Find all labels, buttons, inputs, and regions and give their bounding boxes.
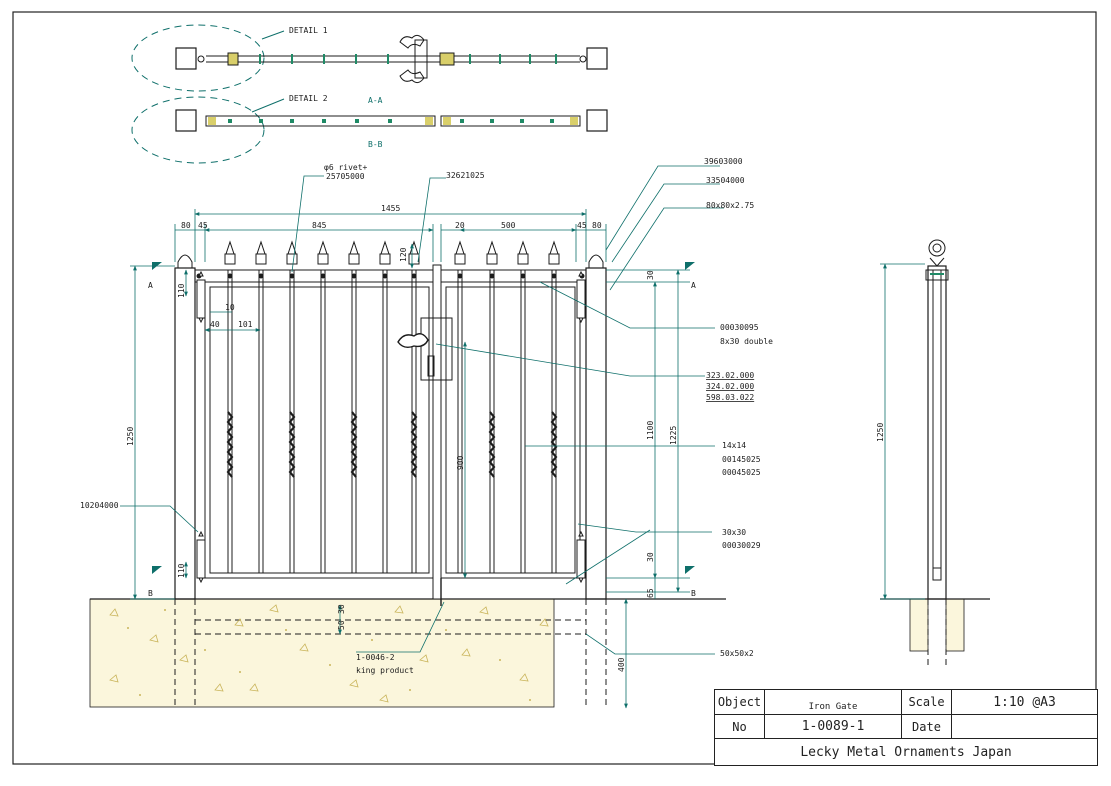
section-a-left: A	[148, 281, 153, 290]
part-39603000: 39603000	[704, 157, 743, 166]
dim-post-left: 80	[181, 221, 191, 230]
dimension-lines	[130, 209, 925, 709]
post-size: 80x80x2.75	[706, 201, 754, 210]
dim-beam-b: 30	[337, 604, 346, 614]
company-name: Lecky Metal Ornaments Japan	[800, 744, 1012, 760]
section-b-left: B	[148, 589, 153, 598]
no-label: No	[715, 715, 765, 739]
bar-size: 14x14	[722, 441, 746, 450]
dim-overall: 1455	[381, 204, 400, 213]
dim-total-height: 1225	[669, 426, 678, 445]
date-label: Date	[902, 715, 952, 739]
rail-desc: 8x30 double	[720, 337, 773, 346]
dim-foundation: 400	[617, 657, 626, 672]
dim-gap-center: 20	[455, 221, 465, 230]
rivet-line-2: 25705000	[326, 172, 365, 181]
plan-view-bb	[131, 96, 608, 164]
frame-size: 30x30	[722, 528, 746, 537]
object-value: Iron Gate	[765, 690, 902, 715]
dim-beam-a: 50	[337, 620, 346, 630]
dim-side-height: 1250	[876, 423, 885, 442]
detail-2-ellipse	[131, 96, 265, 164]
dim-hinge-top: 110	[177, 283, 186, 298]
bar-code-2: 00045025	[722, 468, 761, 477]
dim-panel-height: 1100	[646, 421, 655, 440]
stopper-code: 1-0046-2	[356, 653, 395, 662]
detail-1-label: DETAIL 1	[289, 26, 328, 35]
sheet-border	[12, 11, 1097, 765]
section-bb-label: B-B	[368, 140, 383, 149]
foundation-size: 50x50x2	[720, 649, 754, 658]
dim-bar-width: 40	[210, 320, 220, 329]
dim-spike: 120	[399, 247, 408, 262]
gate-handle	[397, 333, 429, 349]
part-32621025: 32621025	[446, 171, 485, 180]
rivet-line-1: φ6 rivet+	[324, 163, 368, 172]
dim-left-leaf: 845	[312, 221, 327, 230]
dim-top-rail: 30	[646, 270, 655, 280]
dim-ground: 65	[646, 588, 655, 598]
plan-view-aa	[131, 24, 608, 92]
bar-code-1: 00145025	[722, 455, 761, 464]
detail-2-label: DETAIL 2	[289, 94, 328, 103]
frame-code: 00030029	[722, 541, 761, 550]
leader-lines	[120, 165, 724, 655]
front-elevation	[174, 240, 607, 606]
section-b-right: B	[691, 589, 696, 598]
no-value: 1-0089-1	[765, 715, 902, 739]
date-value	[952, 715, 1097, 739]
lock-box	[420, 317, 453, 381]
rail-code: 00030095	[720, 323, 759, 332]
section-a-right: A	[691, 281, 696, 290]
dim-height: 1250	[126, 427, 135, 446]
foundation	[89, 598, 990, 708]
object-label: Object	[715, 690, 765, 715]
side-elevation	[925, 239, 949, 600]
part-33504000: 33504000	[706, 176, 745, 185]
dim-lock-height: 900	[456, 455, 465, 470]
dim-bottom-rail: 30	[646, 552, 655, 562]
section-aa-label: A-A	[368, 96, 383, 105]
detail-1-ellipse	[131, 24, 265, 92]
lock-part-3: 598.03.022	[706, 393, 754, 402]
dim-gap-left: 45	[198, 221, 208, 230]
lock-part-2: 324.02.000	[706, 382, 754, 391]
lock-part-1: 323.02.000	[706, 371, 754, 380]
scale-label: Scale	[902, 690, 952, 715]
dim-post-right: 80	[592, 221, 602, 230]
dim-bar-spacing: 101	[238, 320, 253, 329]
dim-hinge-bottom: 110	[177, 563, 186, 578]
right-post	[585, 267, 607, 600]
title-block: Object Iron Gate Scale 1:10 @A3 No 1-008…	[714, 689, 1098, 766]
hinge-code: 10204000	[80, 501, 119, 510]
stopper-desc: king product	[356, 666, 414, 675]
scale-value: 1:10 @A3	[952, 690, 1097, 715]
left-post	[174, 267, 196, 600]
dim-bar-offset: 10	[225, 303, 235, 312]
dim-right-leaf: 500	[501, 221, 516, 230]
dim-gap-right: 45	[577, 221, 587, 230]
